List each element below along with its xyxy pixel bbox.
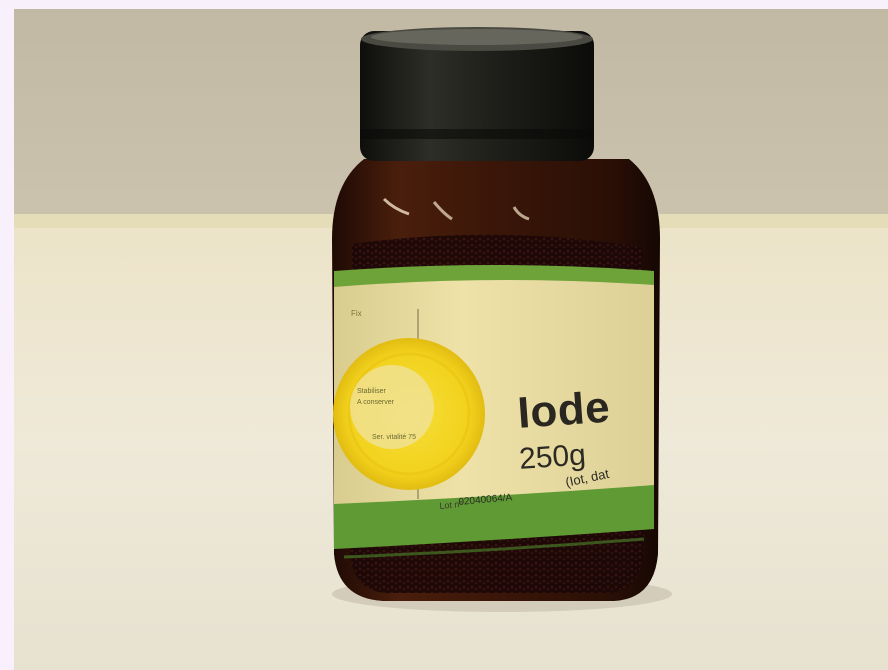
seal-text: Stabiliser A conserver <box>357 386 394 408</box>
label-bottom-stripe <box>334 485 654 549</box>
seal-text-line: A conserver <box>357 399 394 406</box>
label-top-stripe <box>334 265 654 287</box>
photo-scene <box>14 9 888 670</box>
bottle-cap <box>360 31 594 161</box>
seal-text-line: Stabiliser <box>357 388 386 395</box>
product-name: Iode <box>516 382 612 438</box>
seal-footer-text: Ser. vitalité 75 <box>372 434 416 441</box>
product-photo: Fix Stabiliser A conserver Ser. vitalité… <box>14 9 888 670</box>
label-side-mark: Fix <box>351 309 362 318</box>
